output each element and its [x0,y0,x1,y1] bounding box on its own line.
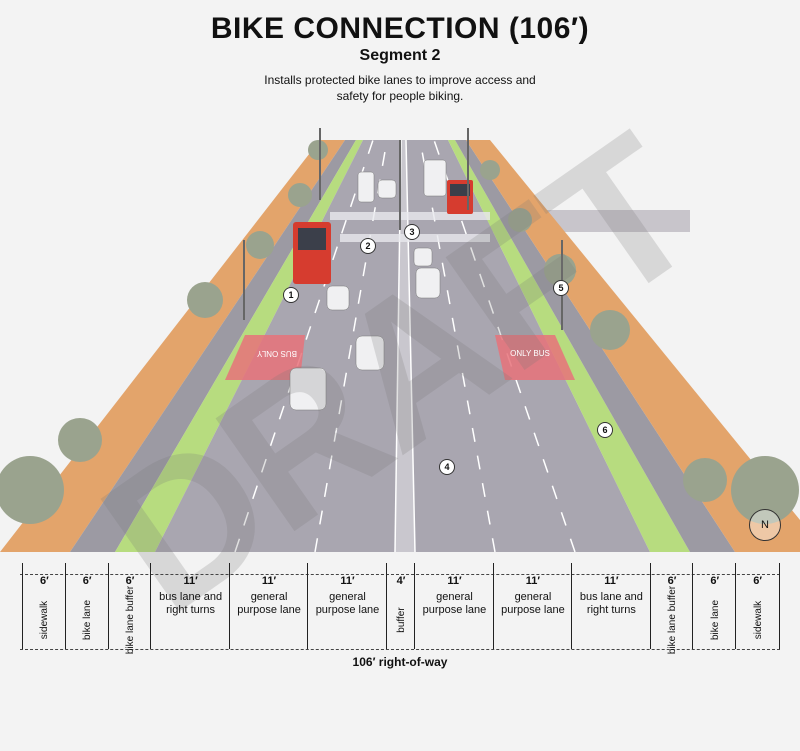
dimension-segment: 11′ general purpose lane [414,563,493,649]
dimension-segment: 6′bike lane [692,563,736,649]
dimension-line-bottom [20,649,780,650]
dimension-segment: 6′bike lane buffer [649,563,694,654]
segment-width: 11′ [447,575,462,587]
segment-width: 11′ [261,575,277,587]
callout-marker: 6 [597,422,613,438]
segment-width: 11′ [340,575,355,587]
segment-label: bike lane buffer [124,585,136,655]
dimension-line-top [20,574,780,575]
dimension-segment: 6′ sidewalk [735,563,780,649]
segment-width: 6′ [82,575,92,587]
segment-label: general purpose lane [422,591,487,616]
segment-label: general purpose lane [315,591,380,616]
right-sidewalk [466,140,800,552]
dimension-segment: 4′buffer [385,563,416,649]
right-bike-buffer [448,140,690,552]
crosswalk [330,212,490,220]
bus-lane-paint-right [495,335,575,380]
dimension-segment: 6′sidewalk [22,563,66,649]
north-arrow-icon: N [749,509,781,541]
segment-width: 6′ [40,575,49,587]
segment-label: general purpose lane [501,591,565,616]
callout-marker: 2 [360,238,376,254]
pavement-text-left: BUS ONLY [257,349,297,358]
cars [289,159,447,411]
callout-marker: 4 [439,459,455,475]
bus-right [447,180,473,214]
segment-width: 6′ [667,575,677,587]
segment-width: 11′ [604,575,619,587]
segment-width: 11′ [525,575,541,587]
dimension-segment: 11′ general purpose lane [228,563,308,649]
pavement-text-right: ONLY BUS [510,349,550,358]
dimension-segment: 11′ general purpose lane [492,563,572,649]
segment-label: general purpose lane [237,591,301,616]
dimension-segment: 6′bike lane buffer [107,563,152,654]
trees-right [480,160,799,524]
right-bike-lane [455,140,735,552]
left-bike-lane [70,140,356,552]
callout-marker: 3 [404,224,420,240]
dimension-segment: 6′bike lane [64,563,109,649]
trees-left [0,140,328,524]
segment-label: bus lane and right turns [159,591,223,616]
segment-width: 4′ [396,575,406,587]
page-description: Installs protected bike lanes to improve… [264,73,536,103]
page-title: BIKE CONNECTION (106′) [210,12,590,45]
dimension-segment: 11′ general purpose lane [307,563,386,649]
page-subtitle: Segment 2 [359,47,441,64]
street-illustration [0,128,800,553]
segment-width: 11′ [183,575,198,587]
segment-label: bus lane and right turns [579,591,643,616]
segment-width: 6′ [125,575,135,587]
bus-left [293,222,331,284]
segment-width: 6′ [753,575,762,587]
right-of-way-label: 106′ right-of-way [352,655,448,669]
callout-marker: 1 [283,287,299,303]
segment-label: sidewalk [752,600,764,640]
bus-lane-paint-left [225,335,305,380]
callout-marker: 5 [553,280,569,296]
dimension-segment: 11′ bus lane and right turns [150,563,229,649]
dimension-segment: 11′ bus lane and right turns [571,563,650,649]
segment-width: 6′ [710,575,720,587]
